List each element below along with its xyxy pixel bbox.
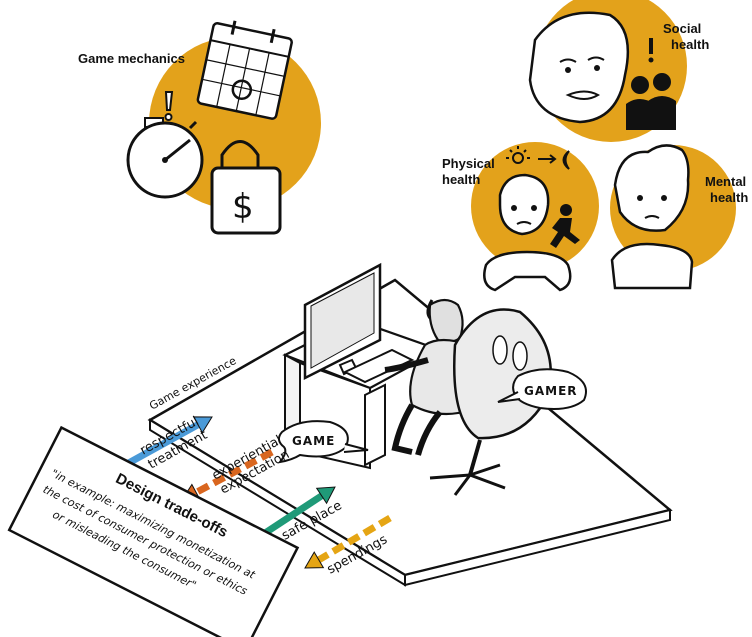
arrow-right-icon (538, 154, 557, 164)
mental-health-label-line1: Mental (705, 174, 746, 189)
arrow-head (192, 416, 213, 434)
runner-icon (550, 204, 580, 248)
pc-tower (364, 383, 386, 467)
arrow-shaft (123, 418, 205, 469)
sun-icon (506, 146, 530, 164)
exclamation-icon (648, 38, 654, 63)
arrow-head (304, 551, 325, 569)
physical-health-group: Physical health (442, 142, 599, 292)
gamepad-icon (483, 250, 572, 292)
calendar-icon (196, 20, 293, 120)
game-bubble-text: GAME (292, 434, 335, 448)
sad-kid-face-icon (610, 144, 694, 290)
people-silhouette-icon (626, 73, 676, 130)
social-health-label-line2: health (671, 37, 709, 52)
game-speech-bubble: GAME (277, 420, 369, 464)
moon-icon (562, 150, 570, 170)
stopwatch-icon (126, 117, 204, 199)
exclamation-icon (164, 91, 174, 121)
tired-kid-face-icon (498, 173, 550, 236)
mental-health-group: Mental health (610, 144, 748, 290)
arrow-head (315, 486, 336, 505)
worried-face-icon (528, 11, 630, 124)
mental-health-label-line2: health (710, 190, 748, 205)
social-health-group: Social health (528, 0, 709, 142)
gamer-speech-bubble: GAMER (497, 368, 587, 410)
game-mechanics-group: Game mechanics (78, 20, 321, 235)
social-health-label-line1: Social (663, 21, 701, 36)
keyboard-icon (342, 348, 415, 384)
arrow-shaft (311, 514, 392, 566)
physical-health-label-line1: Physical (442, 156, 495, 171)
arrow-shaft (260, 489, 329, 538)
game-mechanics-label: Game mechanics (78, 51, 185, 66)
gamer-bubble-text: GAMER (524, 384, 578, 398)
physical-health-label-line2: health (442, 172, 480, 187)
arrow-shaft (189, 448, 274, 499)
svg-text:$: $ (232, 187, 254, 227)
dollar-lock-icon: $ (210, 140, 282, 235)
